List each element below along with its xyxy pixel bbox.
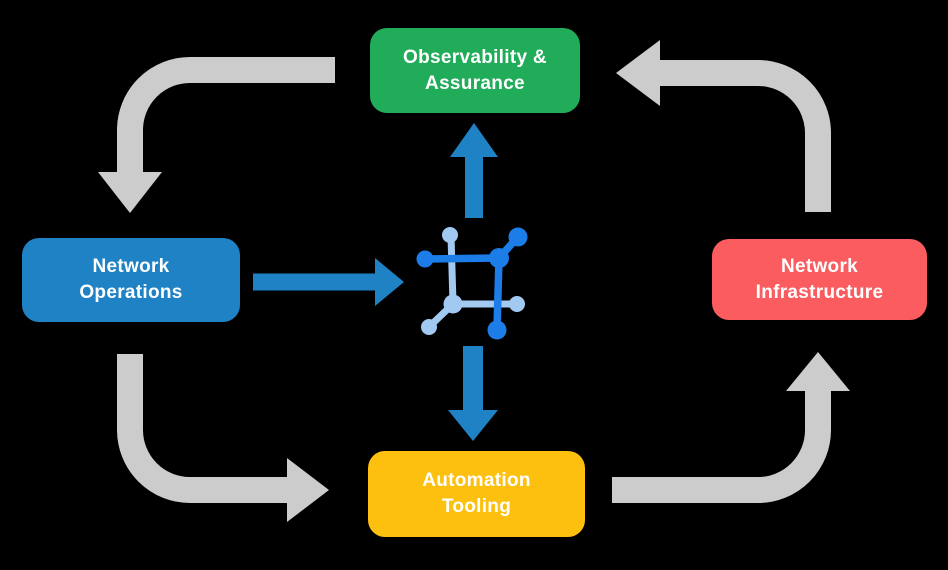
arrow-head-up-icon [786,352,850,391]
arrow-operations-to-center [253,258,404,306]
arrow-head-down-icon [448,410,498,441]
hub-icon-dark-layer [416,227,528,340]
hub-icon-light-layer [421,227,525,335]
arrow-head-right-icon [287,458,329,522]
arrow-shaft [612,390,831,503]
node-automation-tooling: Automation Tooling [368,451,585,537]
network-automation-hub-icon [416,227,528,340]
arrow-head-up-icon [450,123,498,157]
arrow-shaft [659,60,831,212]
arrow-infrastructure-to-observability [616,40,831,212]
arrow-automation-to-infrastructure [612,352,850,503]
arrow-center-to-automation [448,346,498,441]
arrow-head-down-icon [98,172,162,213]
cycle-arrows [98,40,850,522]
node-observability-assurance: Observability & Assurance [370,28,580,113]
arrow-observability-to-operations [98,57,335,213]
arrow-shaft [117,57,335,174]
arrow-head-right-icon [375,258,404,306]
arrow-center-to-observability [450,123,498,218]
arrow-head-left-icon [616,40,660,106]
arrow-operations-to-automation [117,354,329,522]
core-arrows [253,123,498,441]
arrow-shaft [117,354,289,503]
node-network-infrastructure: Network Infrastructure [712,239,927,320]
node-network-operations: Network Operations [22,238,240,322]
